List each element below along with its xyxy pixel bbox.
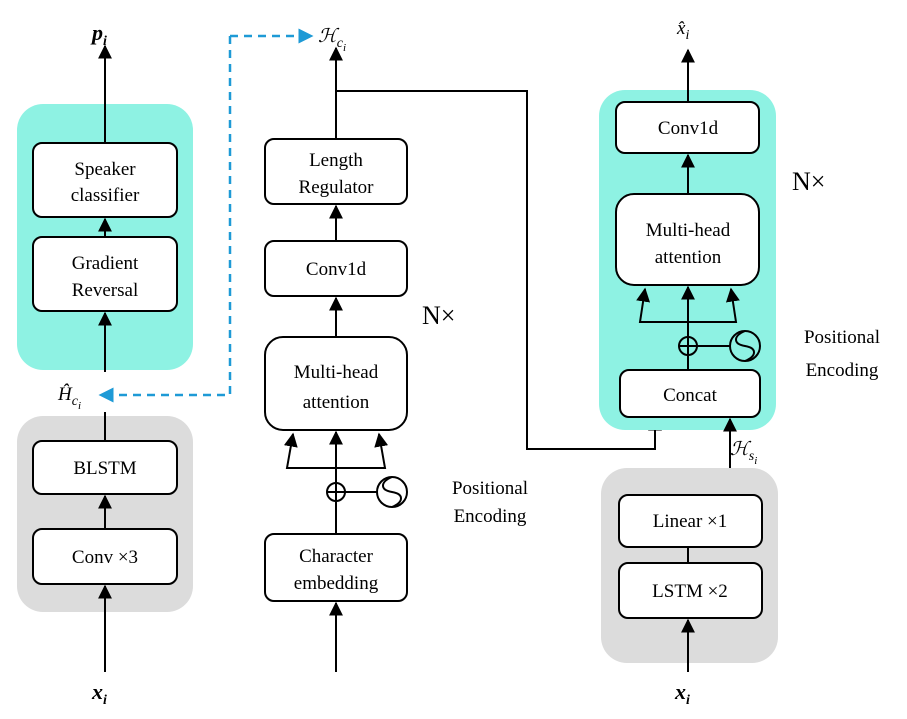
encoder-conv1d-label: Conv1d xyxy=(306,259,367,280)
decoder-conv1d-label: Conv1d xyxy=(658,118,719,139)
concat-label: Concat xyxy=(663,385,718,406)
linear-block xyxy=(618,494,763,548)
gradient-reversal-label-1: Gradient xyxy=(72,253,139,274)
text-encoder-output-label: ℋci xyxy=(318,26,346,54)
speaker-classifier-label-1: Speaker xyxy=(74,159,136,180)
lstm-label: LSTM ×2 xyxy=(652,581,728,602)
arrow-branch-right xyxy=(372,432,389,469)
decoder-attention-label-1: Multi-head xyxy=(646,220,731,241)
decoder-arrow-branch-left xyxy=(636,287,652,323)
concat-block xyxy=(619,369,761,418)
decoder-pe-label-1: Positional xyxy=(804,327,880,348)
char-embedding-label-2: embedding xyxy=(294,573,379,594)
gradient-reversal-label-2: Reversal xyxy=(72,280,138,301)
encoder-attention-label-1: Multi-head xyxy=(294,362,379,383)
decoder-attention-label-2: attention xyxy=(655,247,722,268)
speaker-classifier-label-2: classifier xyxy=(71,185,140,206)
blstm-label: BLSTM xyxy=(73,458,136,479)
dashed-link-hidden xyxy=(98,36,232,403)
char-embedding-label-1: Character xyxy=(299,546,374,567)
speaker-embedding-label: ℋsi xyxy=(730,439,757,467)
decoder-n-times: N× xyxy=(792,167,825,196)
decoder-output-label: x̂i xyxy=(676,18,689,43)
decoder-input-label: xi xyxy=(674,679,690,708)
arrow-branch-left xyxy=(283,432,300,469)
encoder-positional-encoding-icon xyxy=(376,476,408,508)
length-regulator-label-1: Length xyxy=(309,150,363,171)
encoder-pe-label-2: Encoding xyxy=(454,506,527,527)
encoder-attention-block xyxy=(264,336,408,431)
linear-label: Linear ×1 xyxy=(653,511,728,532)
speaker-hidden-label: Ĥci xyxy=(57,383,81,412)
connector-encoder-to-concat xyxy=(336,90,662,450)
encoder-n-times: N× xyxy=(422,301,455,330)
speaker-input-label: xi xyxy=(91,679,107,708)
decoder-arrow-branch-right xyxy=(724,287,740,323)
encoder-pe-label-1: Positional xyxy=(452,478,528,499)
speaker-output-label: pi xyxy=(90,20,107,49)
length-regulator-label-2: Regulator xyxy=(299,177,375,198)
encoder-attention-label-2: attention xyxy=(303,392,370,413)
decoder-positional-encoding-icon xyxy=(729,330,761,362)
conv3-label: Conv ×3 xyxy=(72,547,138,568)
lstm-block xyxy=(618,562,763,619)
decoder-pe-label-2: Encoding xyxy=(806,360,879,381)
